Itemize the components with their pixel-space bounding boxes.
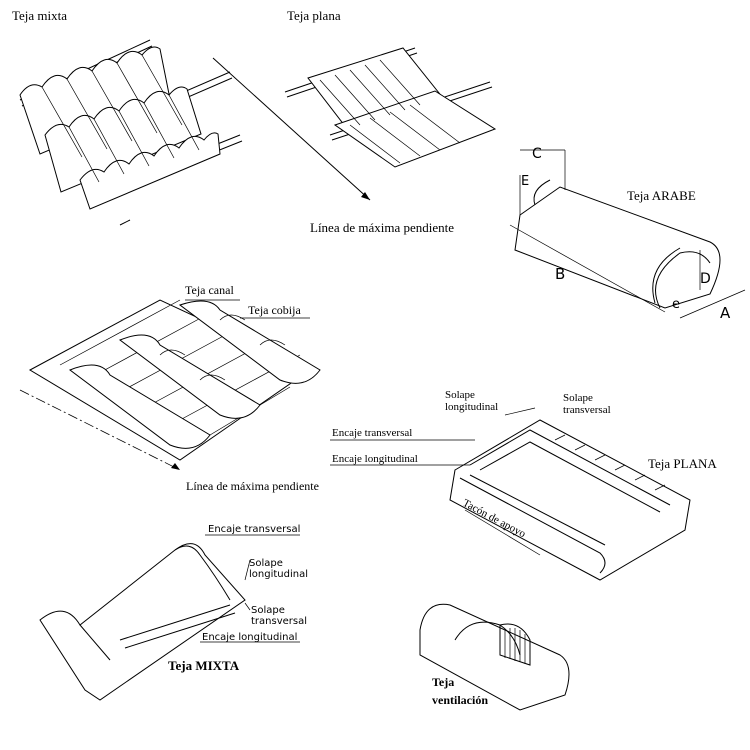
max-slope-arrow-1 bbox=[212, 57, 371, 201]
solape-transversal-label-2: transversal bbox=[563, 404, 611, 416]
teja-canal-label: Teja canal bbox=[185, 283, 234, 297]
dim-c-label: C bbox=[532, 146, 542, 162]
teja-mixta-title: Teja mixta bbox=[12, 8, 67, 23]
teja-mixta-drawing bbox=[19, 39, 243, 226]
dim-e-lower-label: e bbox=[672, 297, 680, 312]
teja-cobija-label: Teja cobija bbox=[248, 303, 301, 317]
solape-transversal-label-1: Solape bbox=[563, 392, 593, 404]
teja-ventilacion-drawing bbox=[419, 603, 570, 711]
dim-e-upper-label: E bbox=[521, 174, 529, 189]
teja-mixta-caps-label: Teja MIXTA bbox=[168, 658, 240, 673]
teja-plana-caps-label: Teja PLANA bbox=[648, 456, 717, 471]
mixta-encaje-transversal-label: Encaje transversal bbox=[208, 524, 300, 535]
solape-longitudinal-label-2: longitudinal bbox=[445, 401, 498, 413]
dim-b-label: B bbox=[555, 265, 565, 283]
mixta-solape-longitudinal-label-1: Solape bbox=[249, 558, 283, 569]
encaje-transversal-label: Encaje transversal bbox=[332, 427, 412, 439]
dim-a-label: A bbox=[720, 304, 731, 322]
teja-arabe-drawing bbox=[509, 149, 746, 319]
linea-maxima-pendiente-2: Línea de máxima pendiente bbox=[186, 479, 319, 493]
teja-plana-title: Teja plana bbox=[287, 8, 341, 23]
solape-longitudinal-label-1: Solape bbox=[445, 389, 475, 401]
mixta-solape-transversal-label-2: transversal bbox=[251, 616, 307, 627]
teja-ventilacion-label-1: Teja bbox=[432, 675, 454, 689]
linea-maxima-pendiente-1: Línea de máxima pendiente bbox=[310, 220, 454, 235]
mixta-solape-transversal-label-1: Solape bbox=[251, 605, 285, 616]
teja-plana-detail-drawing bbox=[330, 407, 691, 581]
teja-plana-drawing bbox=[284, 47, 497, 168]
teja-mixta-detail-drawing bbox=[39, 534, 300, 701]
teja-canal-cobija-drawing bbox=[19, 299, 321, 471]
mixta-encaje-longitudinal-label: Encaje longitudinal bbox=[202, 632, 297, 643]
teja-ventilacion-label-2: ventilación bbox=[432, 693, 488, 707]
dim-d-label: D bbox=[700, 271, 711, 287]
encaje-longitudinal-label: Encaje longitudinal bbox=[332, 453, 418, 465]
mixta-solape-longitudinal-label-2: longitudinal bbox=[249, 569, 308, 580]
teja-arabe-label: Teja ARABE bbox=[627, 188, 696, 203]
